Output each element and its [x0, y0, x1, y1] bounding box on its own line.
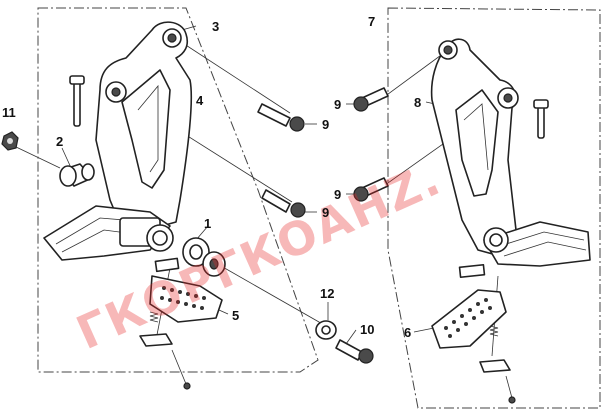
left-pin-and-bolts	[1, 75, 306, 218]
right-bolts	[353, 87, 389, 202]
right-assembly-frame	[387, 7, 601, 409]
callout-11: 11	[2, 105, 16, 120]
washer-and-bolt	[315, 320, 374, 364]
callout-9-right-mid: 9	[334, 187, 341, 202]
callout-9-left-top: 9	[322, 117, 329, 132]
callout-10: 10	[360, 322, 374, 337]
callout-6: 6	[404, 325, 411, 340]
callout-4: 4	[196, 93, 204, 108]
callout-9-left-mid: 9	[322, 205, 329, 220]
bushing-assembly	[182, 237, 226, 277]
left-footpeg	[139, 257, 223, 390]
callout-8: 8	[414, 95, 421, 110]
callout-9-right-top: 9	[334, 97, 341, 112]
part-callouts: 1 2 3 4 5 6 7 8 9 9 9 9 10 11 12	[2, 14, 421, 340]
callout-3: 3	[212, 19, 219, 34]
callout-1: 1	[204, 216, 211, 231]
left-assembly-frame	[37, 7, 319, 373]
right-footrest-bracket	[430, 38, 591, 267]
left-footrest-bracket	[43, 21, 193, 261]
callout-12: 12	[320, 286, 334, 301]
right-footpeg	[431, 263, 516, 404]
callout-2: 2	[56, 134, 63, 149]
callout-5: 5	[232, 308, 239, 323]
callout-7: 7	[368, 14, 375, 29]
